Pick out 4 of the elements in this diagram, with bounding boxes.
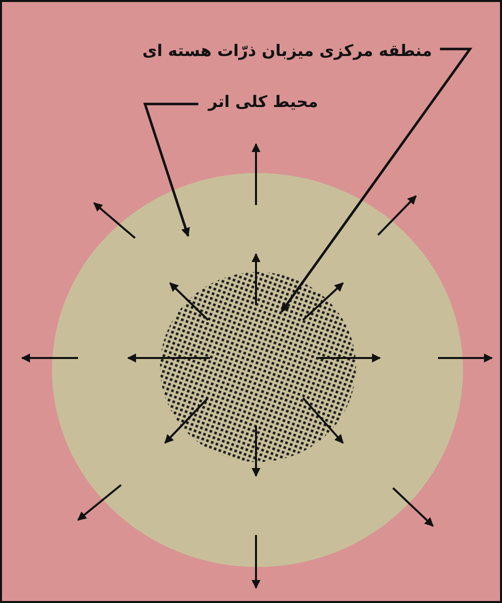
leader-line [280,48,472,313]
annotation-text: منطقه مرکزی میزبان ذرّات هسته ای [142,40,432,62]
leader-line [143,102,198,237]
annotation-text: محیط کلی اتر [208,91,318,113]
